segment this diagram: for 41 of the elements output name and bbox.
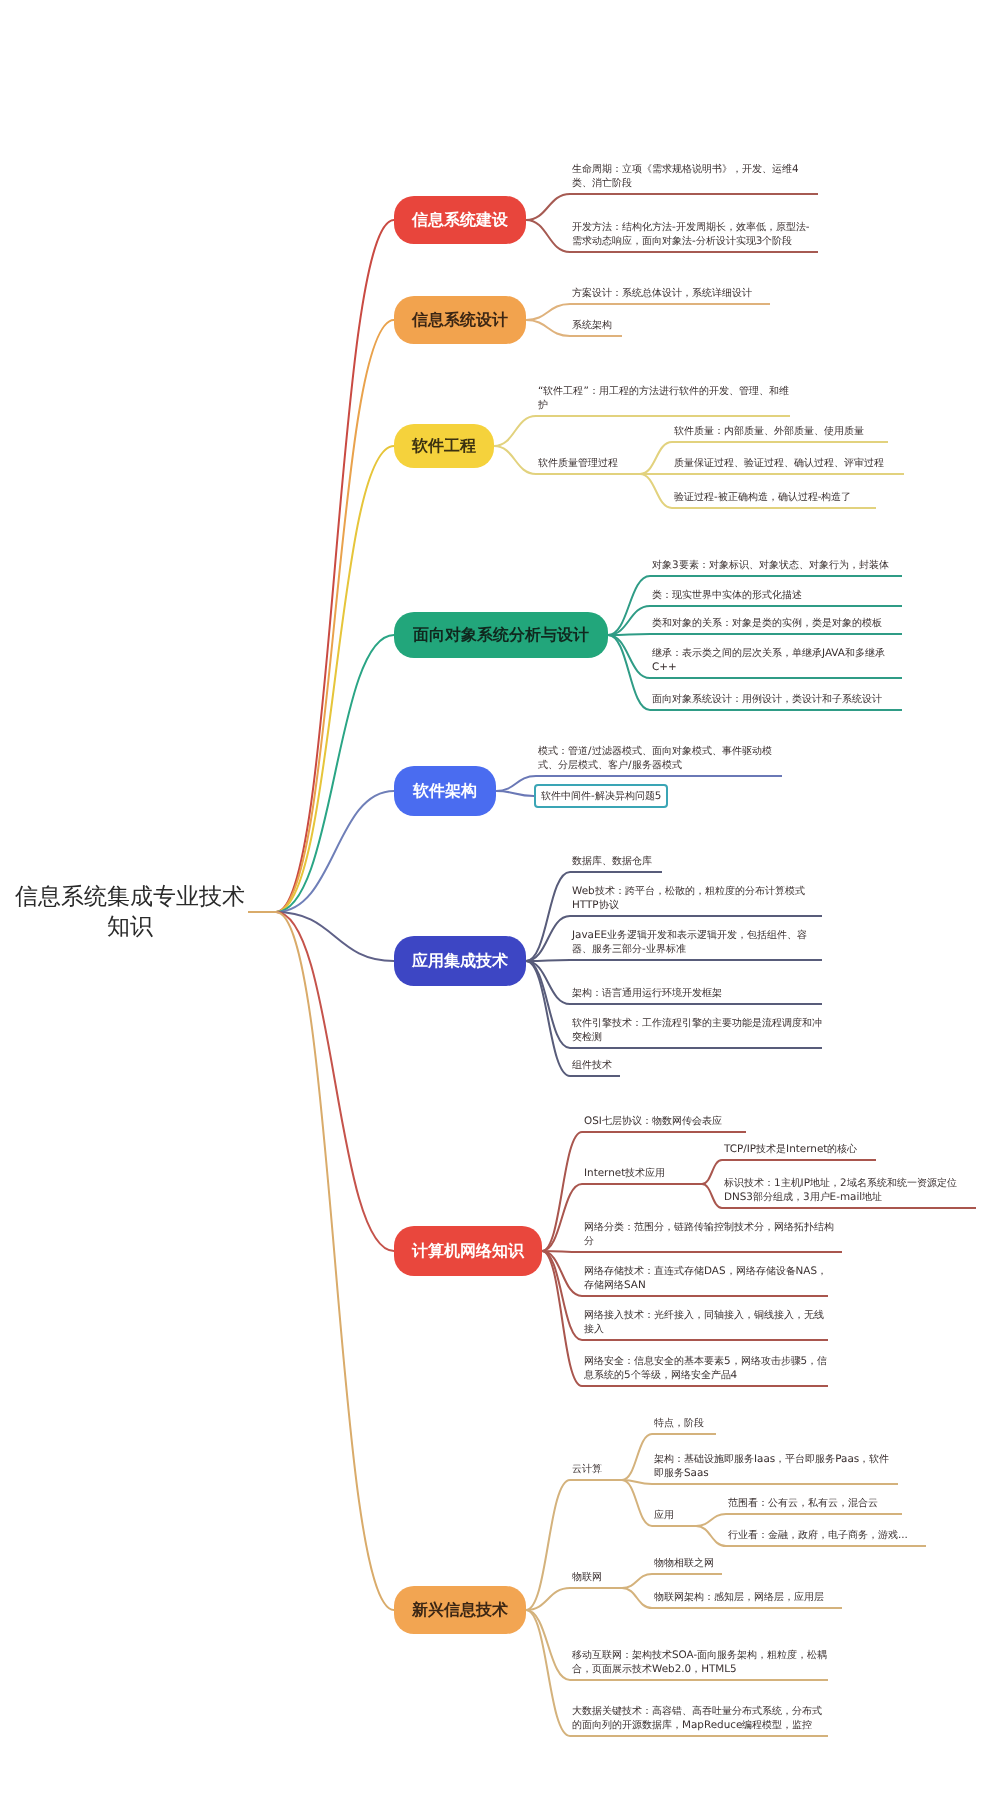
branch-line	[541, 1250, 583, 1253]
branch-line	[621, 1433, 653, 1481]
branch-line	[621, 1479, 653, 1485]
branch-line	[607, 605, 651, 636]
branch-line	[525, 960, 571, 1077]
branch-line	[525, 960, 571, 1005]
branch-line	[607, 634, 651, 679]
branch-line	[525, 1609, 571, 1737]
branch-line	[525, 915, 571, 962]
branch-line	[493, 445, 537, 475]
branch-line	[607, 575, 651, 636]
branch-line	[493, 415, 537, 447]
branch-line	[701, 1159, 723, 1185]
branch-line	[639, 441, 673, 475]
branch-line	[525, 1587, 571, 1611]
branch-line	[525, 1609, 571, 1681]
branch-line	[621, 1479, 653, 1527]
branch-line	[621, 1573, 653, 1589]
branch-line	[247, 911, 395, 1611]
branch-line	[639, 473, 673, 509]
branch-line	[695, 1525, 727, 1547]
branch-line	[695, 1513, 727, 1527]
branch-line	[607, 633, 651, 636]
branch-line	[525, 959, 571, 962]
branch-line	[621, 1587, 653, 1609]
branch-line	[541, 1250, 583, 1387]
branch-line	[639, 473, 673, 475]
branch-line	[525, 1479, 571, 1611]
branch-line	[495, 775, 537, 792]
branch-line	[607, 634, 651, 711]
branch-line	[525, 219, 571, 253]
branch-line	[701, 1183, 723, 1209]
branch-line	[525, 960, 571, 1049]
branch-line	[541, 1183, 583, 1252]
branch-line	[541, 1250, 583, 1297]
branch-line	[541, 1131, 583, 1252]
branch-line	[525, 319, 571, 337]
central-topic: 信息系统集成专业技术知识	[12, 882, 248, 942]
branch-line	[525, 193, 571, 221]
branch-line	[495, 790, 535, 797]
branch-line	[525, 871, 571, 962]
